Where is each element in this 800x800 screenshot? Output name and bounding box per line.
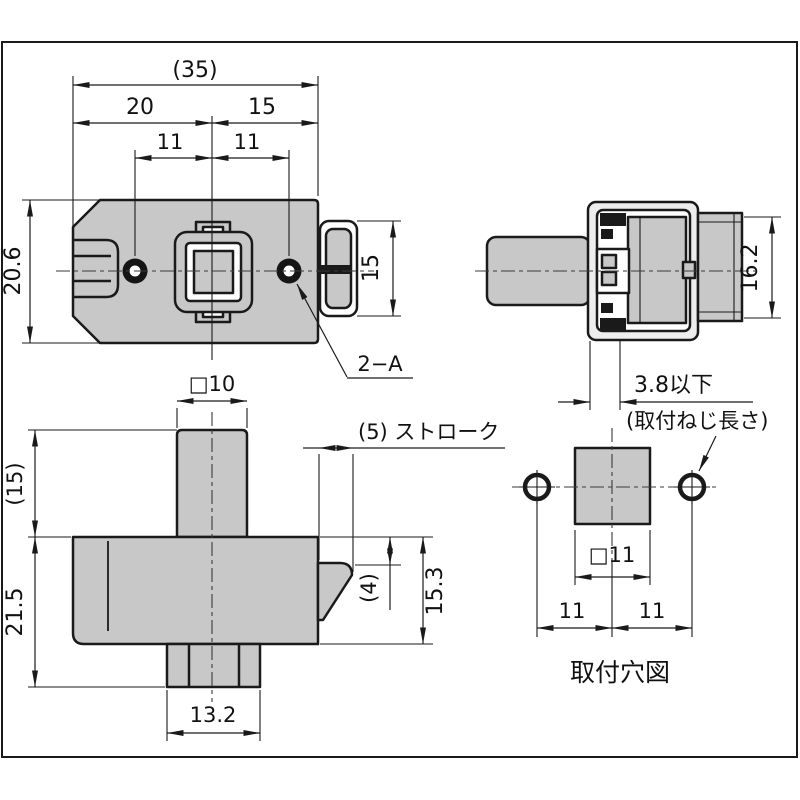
dim-left-width: 20: [126, 95, 154, 120]
side-view: [475, 200, 760, 342]
mounting-hole-diagram: □11 11 11 取付穴図: [512, 428, 716, 687]
dim-hole-right: 11: [234, 130, 261, 154]
dim-pitch-right: 11: [639, 599, 666, 623]
dim-tab-height: 15: [359, 254, 384, 282]
dim-stroke-label: (5) ストローク: [358, 420, 499, 444]
front-view: [71, 412, 354, 702]
dim-overall-width: (35): [172, 58, 217, 83]
side-view-dimensions: 16.2 3.8以下 (取付ねじ長さ): [558, 216, 781, 472]
dim-side-height: 16.2: [738, 244, 763, 293]
dim-top-height: 20.6: [1, 247, 26, 296]
label-screw-note: (取付ねじ長さ): [626, 409, 768, 433]
screw-hole-left: [519, 470, 555, 504]
screw-hole-right: [674, 470, 710, 504]
dim-hole-left: 11: [157, 130, 184, 154]
latch-body-front: [71, 535, 320, 646]
dim-latch-step: (4): [357, 573, 381, 603]
dim-right-width: 15: [248, 95, 276, 120]
dim-button-width: □10: [189, 372, 236, 396]
latch-tongue-top: [73, 238, 120, 299]
push-button-top: [173, 220, 254, 324]
top-view-dimensions: (35) 20 15 11 11 20.6 15 2−A: [1, 58, 413, 379]
button-block-side: [626, 215, 697, 325]
mounting-hole-right-top: [276, 258, 302, 284]
dim-total-height: 21.5: [3, 588, 28, 637]
top-view: [56, 116, 374, 360]
dim-body-height: 15.3: [423, 567, 448, 616]
strike-tab-top: [318, 219, 359, 318]
dim-button-height: (15): [3, 462, 27, 505]
feet-front: [165, 642, 262, 689]
front-view-dimensions: □10 (15) 21.5 (5) ストローク (4) 15.3 13.2: [3, 372, 505, 741]
label-holes-2A: 2−A: [357, 352, 403, 376]
latch-tongue-front: [316, 561, 354, 622]
dim-screw-depth: 3.8以下: [634, 373, 713, 398]
figure-border: [1, 41, 798, 758]
dim-pitch-left: 11: [559, 599, 586, 623]
caption-mounting-hole: 取付穴図: [570, 658, 670, 687]
rear-block-side: [696, 211, 744, 323]
dim-feet-width: 13.2: [190, 703, 237, 727]
